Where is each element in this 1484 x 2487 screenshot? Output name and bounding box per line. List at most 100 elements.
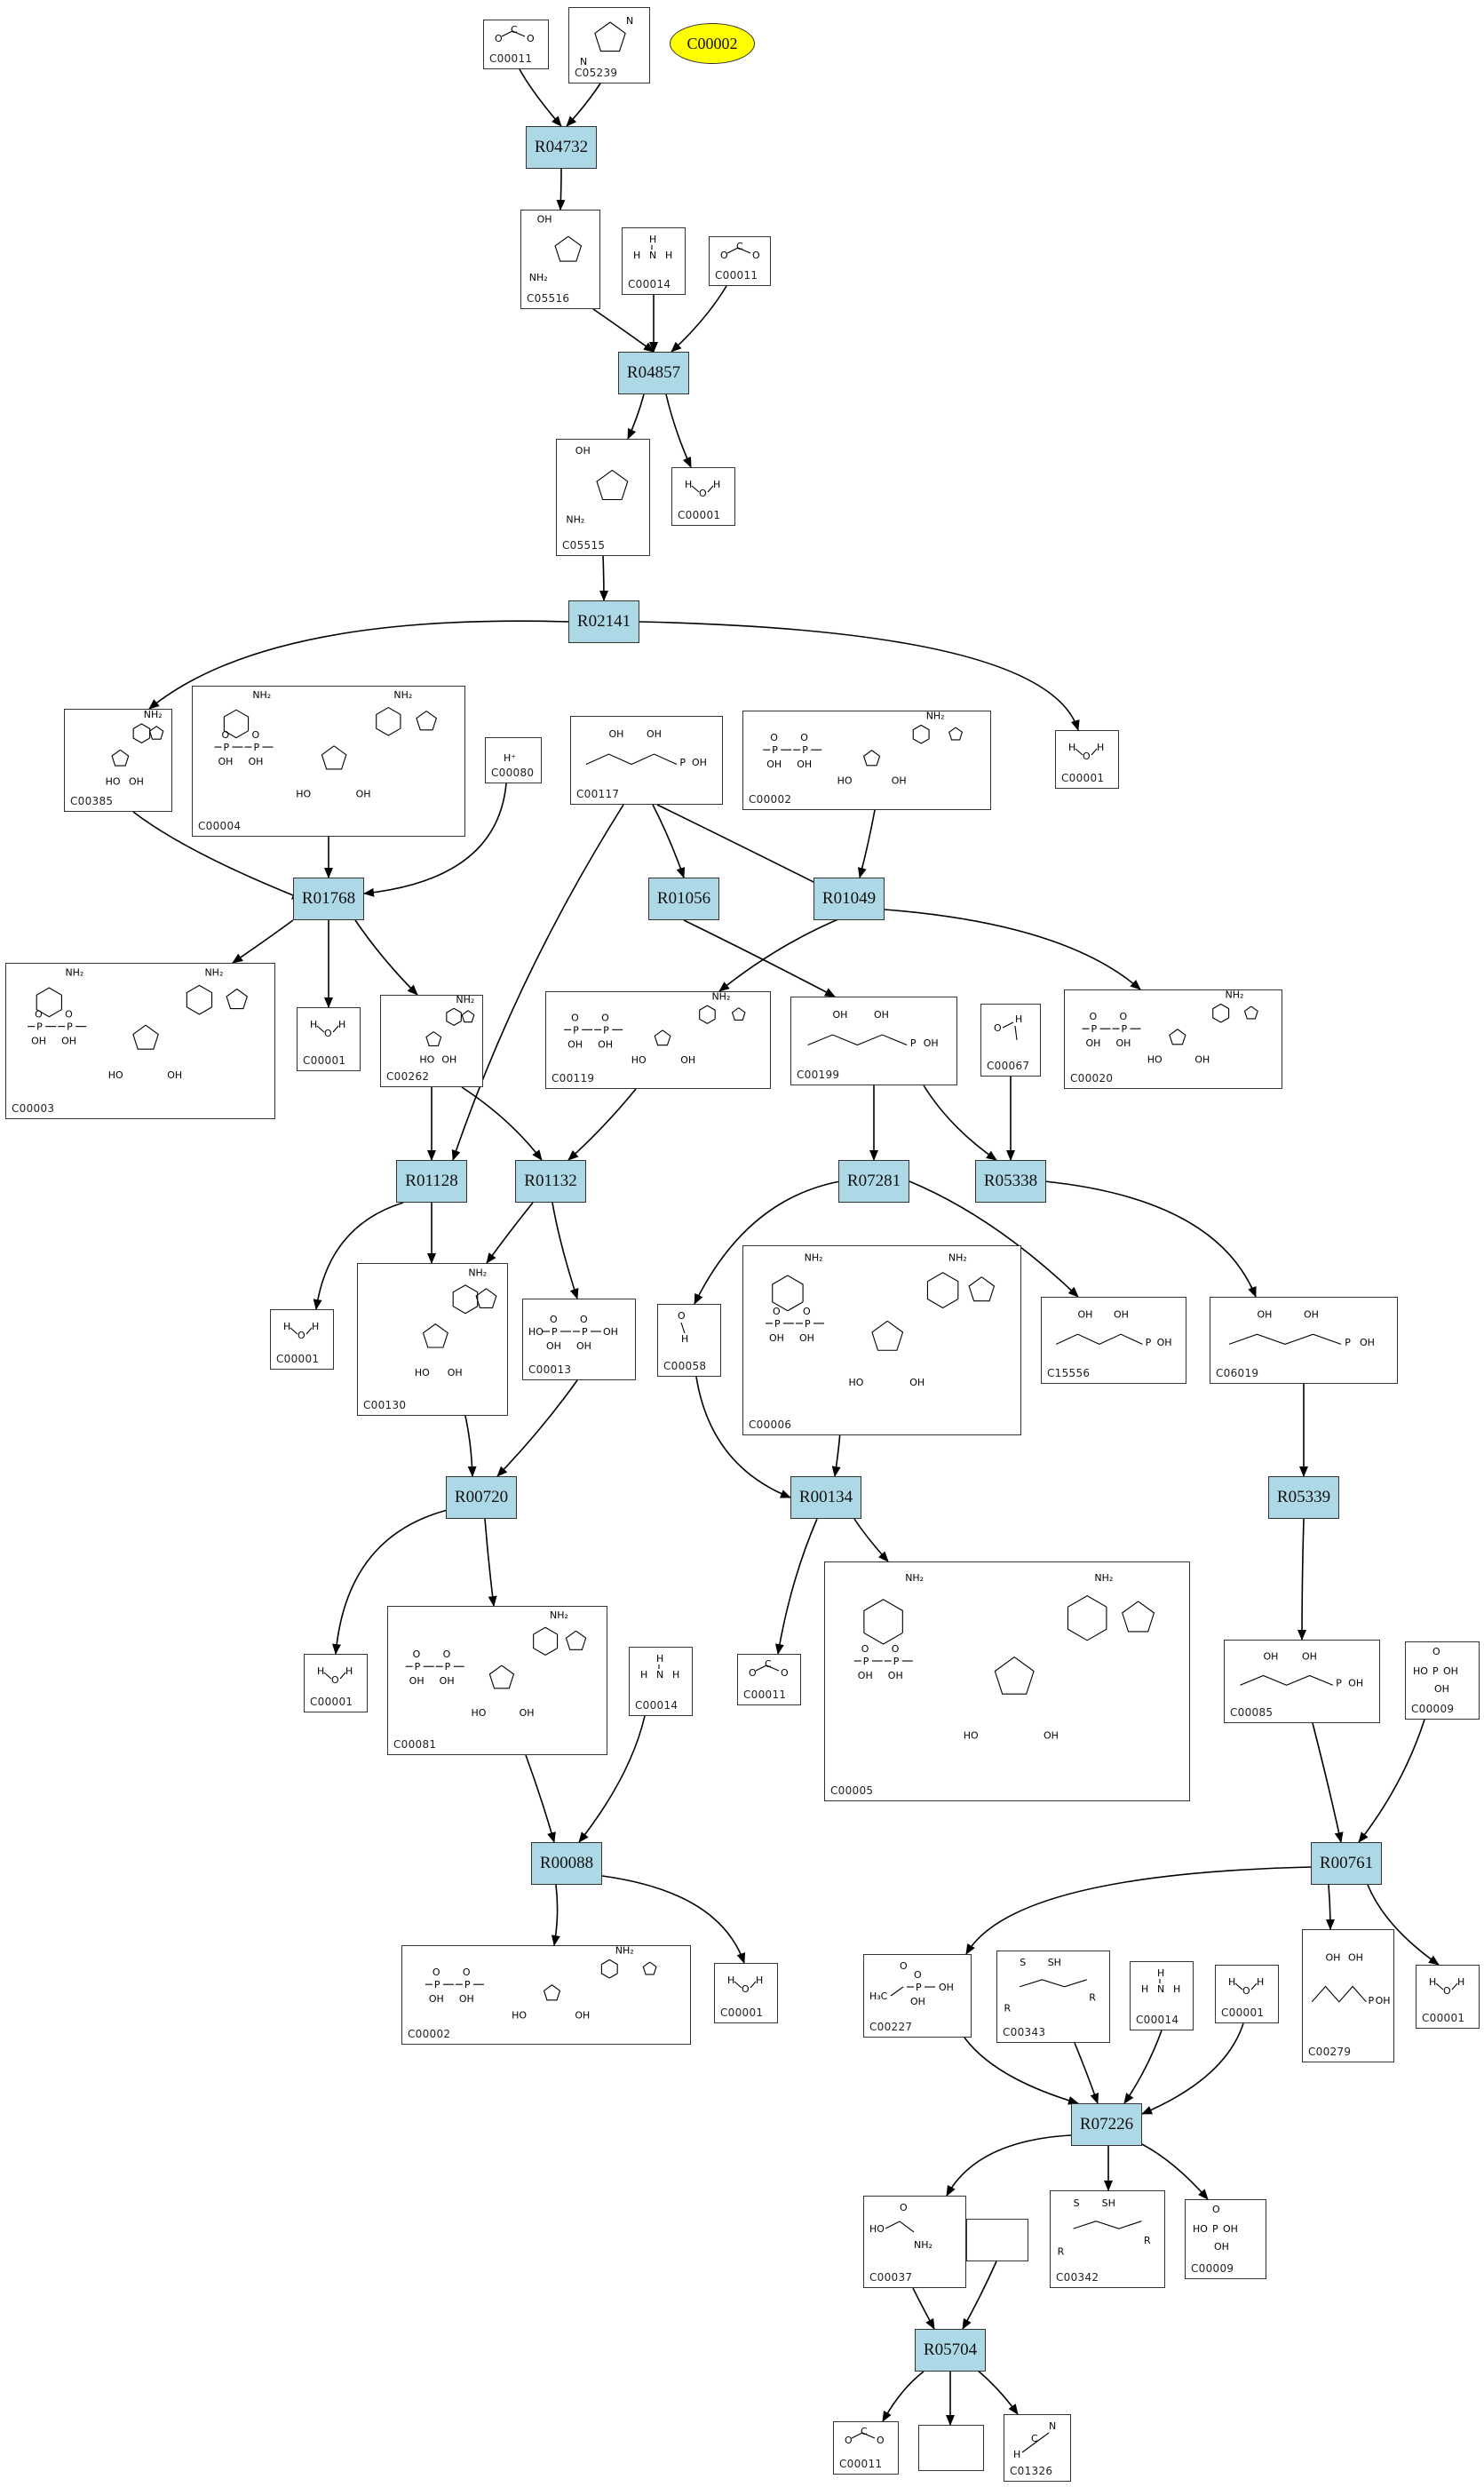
atom-label: O	[781, 1667, 789, 1679]
bond	[111, 749, 130, 767]
reaction-r7[interactable]: R01128	[396, 1160, 467, 1203]
reaction-arrow	[556, 168, 566, 211]
compound-c1-label: C00011	[489, 52, 533, 65]
atom-label: O	[298, 1330, 306, 1341]
compound-c10[interactable]: H⁺C00080	[485, 737, 542, 783]
reaction-r6[interactable]: R01049	[813, 878, 885, 920]
reaction-r11[interactable]: R00720	[446, 1476, 517, 1519]
bond	[501, 30, 526, 37]
reaction-r12[interactable]: R00134	[790, 1476, 861, 1519]
atom-label: P	[1368, 1995, 1374, 2006]
atom-label: H	[1141, 1983, 1148, 1995]
compound-c2-label: C05239	[575, 67, 618, 79]
atom-label: O	[251, 729, 259, 741]
bond	[734, 1981, 742, 1989]
reaction-r2[interactable]: R04857	[618, 352, 689, 394]
reaction-r17[interactable]: R05704	[915, 2329, 986, 2372]
reaction-r14[interactable]: R00088	[531, 1842, 602, 1885]
reaction-arrow	[1298, 1518, 1307, 1641]
reaction-r4[interactable]: R01768	[293, 878, 364, 920]
query-compound-ellipse[interactable]: C00002	[670, 23, 755, 64]
reaction-r5[interactable]: R01056	[648, 878, 719, 920]
bond	[654, 1029, 671, 1046]
reaction-r16[interactable]: R07226	[1071, 2103, 1142, 2146]
bond	[726, 247, 751, 254]
atom-label: OH	[799, 1332, 814, 1344]
reaction-r15[interactable]: R00761	[1311, 1842, 1382, 1885]
atom-label: NH₂	[905, 1572, 924, 1584]
reaction-r9[interactable]: R07281	[838, 1160, 909, 1203]
bond	[890, 1986, 904, 1997]
compound-c48[interactable]	[918, 2425, 984, 2471]
reaction-r8[interactable]: R01132	[515, 1160, 586, 1203]
atom-label: P	[1432, 1665, 1439, 1677]
atom-label: O	[720, 250, 728, 261]
reaction-r3[interactable]: R02141	[568, 600, 639, 643]
atom-label: P	[573, 1024, 579, 1036]
reaction-r10[interactable]: R05338	[975, 1160, 1046, 1203]
bond	[994, 1657, 1035, 1695]
bond	[132, 723, 151, 743]
reaction-r1[interactable]: R04732	[526, 126, 597, 169]
reaction-arrow	[592, 308, 655, 353]
atom-label: P	[253, 742, 259, 753]
reaction-arrow	[946, 2134, 1072, 2197]
compound-c44[interactable]	[966, 2219, 1028, 2261]
water-structure: HOH	[317, 1665, 353, 1686]
atom-label: H	[1015, 1013, 1022, 1025]
atom-label: C	[511, 24, 518, 36]
reaction-r13[interactable]: R05339	[1268, 1476, 1339, 1519]
atom-label: N	[656, 1669, 663, 1681]
bond	[1014, 1025, 1018, 1041]
reaction-arrow	[909, 1180, 1079, 1298]
atom-label: H	[685, 479, 692, 490]
atom-label: O	[221, 729, 229, 741]
